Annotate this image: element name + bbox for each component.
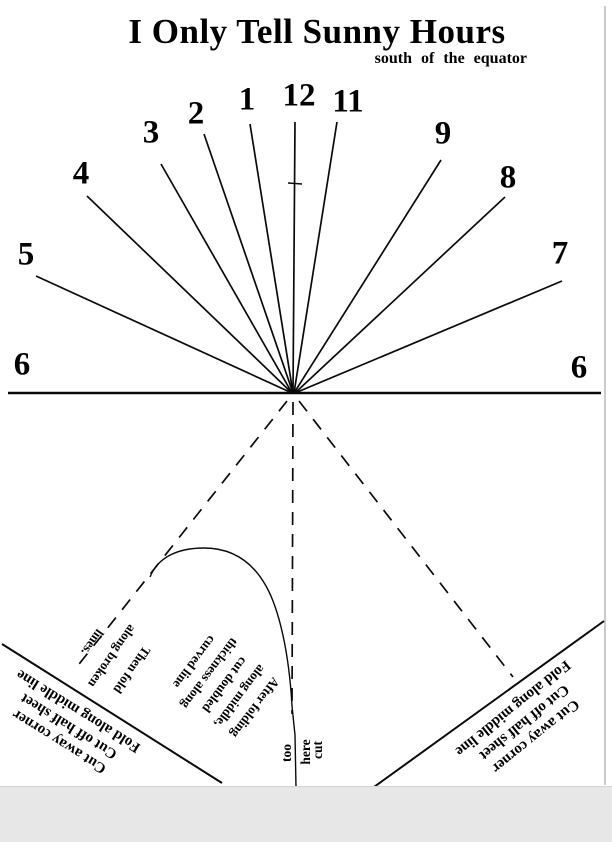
scan-bottom-edge: [0, 786, 612, 842]
noon-tick: [287, 182, 303, 185]
cut-here-note-word-too: too: [279, 744, 294, 762]
hour-line-9: [293, 159, 442, 394]
hour-line-1: [249, 123, 294, 394]
hour-label-7: 7: [551, 235, 569, 272]
hour-label-9: 9: [434, 115, 452, 152]
hour-label-12: 12: [282, 77, 316, 114]
cut-here-note-word-here: here: [298, 739, 313, 765]
hour-label-3: 3: [142, 114, 160, 151]
gnomon-cut-curve: [149, 547, 297, 788]
hour-label-1: 1: [238, 81, 256, 118]
corner-cut-line-right: [373, 620, 605, 788]
hour-line-4: [86, 195, 293, 394]
page-title: I Only Tell Sunny Hours: [128, 12, 506, 51]
hour-label-6-left: 6: [13, 346, 31, 383]
hour-label-8: 8: [499, 159, 517, 196]
hour-label-6-right: 6: [570, 349, 588, 386]
hour-line-5: [35, 275, 293, 394]
hour-line-3: [160, 163, 293, 394]
hour-label-2: 2: [187, 95, 205, 132]
corner-cut-line-left: [1, 643, 223, 784]
hour-line-7: [294, 280, 563, 394]
fold-line-left-dashed: [75, 400, 288, 669]
hour-label-5: 5: [17, 236, 35, 273]
hour-line-2: [203, 133, 294, 394]
page-subtitle: south of the equator: [374, 50, 527, 67]
hour-line-12: [292, 121, 296, 394]
fold-line-center-dashed: [291, 401, 294, 715]
hour-line-8: [294, 196, 506, 394]
fold-line-right-dashed: [298, 400, 514, 678]
hour-label-4: 4: [72, 155, 90, 192]
hour-line-11: [293, 121, 338, 394]
hour-label-11: 11: [332, 83, 364, 120]
